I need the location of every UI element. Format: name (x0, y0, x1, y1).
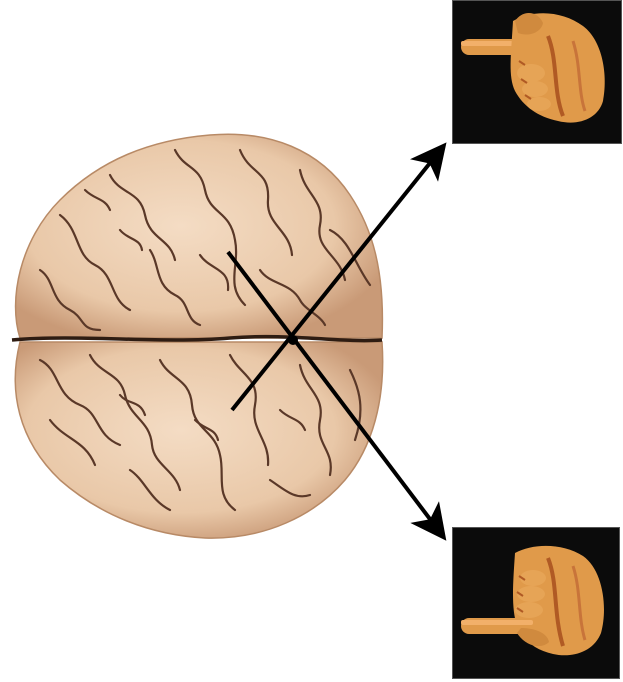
brain-hemisphere-lower (15, 342, 382, 538)
arrow-crossing-point (288, 335, 298, 345)
pointing-hand-left-icon (453, 528, 619, 678)
pointing-hand-left-icon (453, 1, 621, 143)
hand-panel-bottom (452, 527, 620, 679)
brain-hemisphere-upper (16, 134, 383, 338)
hand-panel-top (452, 0, 622, 144)
brain-top-view-icon (12, 134, 383, 538)
